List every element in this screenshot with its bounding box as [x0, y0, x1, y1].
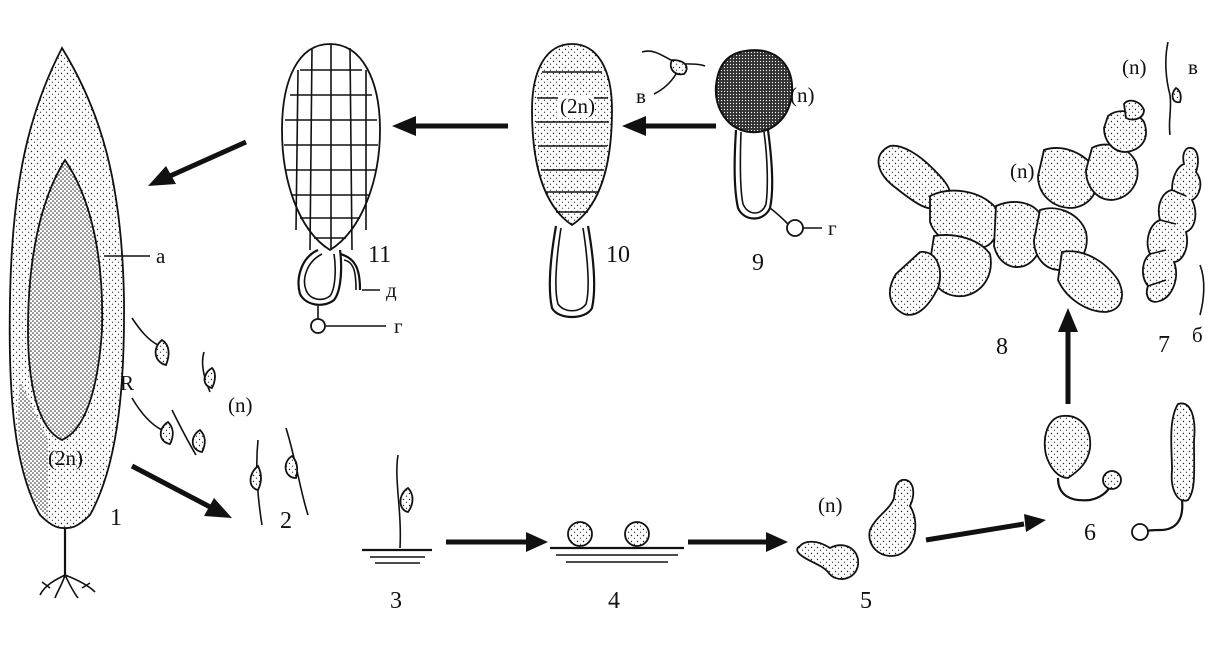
arrow-1-to-2 — [130, 463, 232, 518]
arrow-3-to-4 — [446, 532, 548, 552]
dividing-zygote — [531, 43, 613, 319]
ploidy-label-egg: (n) — [790, 83, 815, 107]
stage-number-7: 7 — [1158, 332, 1170, 358]
germinating-spores — [796, 479, 917, 580]
label-g-left: г — [394, 314, 403, 338]
young-gametophytes — [1043, 402, 1196, 541]
label-R: R — [120, 371, 134, 395]
stage-number-6: 6 — [1084, 520, 1096, 546]
stage-number-4: 4 — [608, 588, 620, 614]
ploidy-label-zoospores: (n) — [228, 393, 253, 417]
attached-spores — [550, 521, 684, 563]
arrow-10-to-11 — [392, 116, 508, 136]
stage-number-3: 3 — [390, 588, 402, 614]
label-g-right: г — [828, 216, 837, 240]
label-v-right: в — [1188, 55, 1198, 79]
arrow-4-to-5 — [688, 532, 788, 552]
label-d: д — [386, 278, 397, 302]
arrow-11-to-1 — [148, 139, 248, 186]
arrow-5-to-6 — [925, 514, 1046, 543]
stage-number-2: 2 — [280, 508, 292, 534]
stage-number-9: 9 — [752, 250, 764, 276]
stage-number-5: 5 — [860, 588, 872, 614]
oogonium-with-egg — [641, 49, 804, 237]
label-b: б — [1192, 323, 1203, 347]
stage-number-10: 10 — [606, 242, 630, 268]
arrow-6-to-8 — [1058, 308, 1078, 404]
stage-number-8: 8 — [996, 334, 1008, 360]
settling-zoospore — [362, 454, 432, 564]
label-v-left: в — [636, 84, 646, 108]
ploidy-label-zygote: (2n) — [560, 94, 595, 118]
zoospores-group — [131, 317, 309, 526]
stage-number-11: 11 — [368, 242, 391, 268]
ploidy-label-sporophyte: (2n) — [48, 446, 83, 470]
branched-gametophyte — [1142, 147, 1205, 316]
ploidy-label-germlings: (n) — [818, 493, 843, 517]
sporophyte-thallus — [8, 46, 125, 599]
ploidy-label-gametophyte: (n) — [1010, 159, 1035, 183]
label-a: а — [156, 244, 166, 268]
haploid-gametophyte — [877, 99, 1147, 316]
ploidy-label-antherozoid: (n) — [1122, 55, 1147, 79]
arrow-9-to-10 — [622, 116, 716, 136]
stage-number-1: 1 — [110, 505, 122, 531]
young-sporophyte — [281, 43, 381, 334]
